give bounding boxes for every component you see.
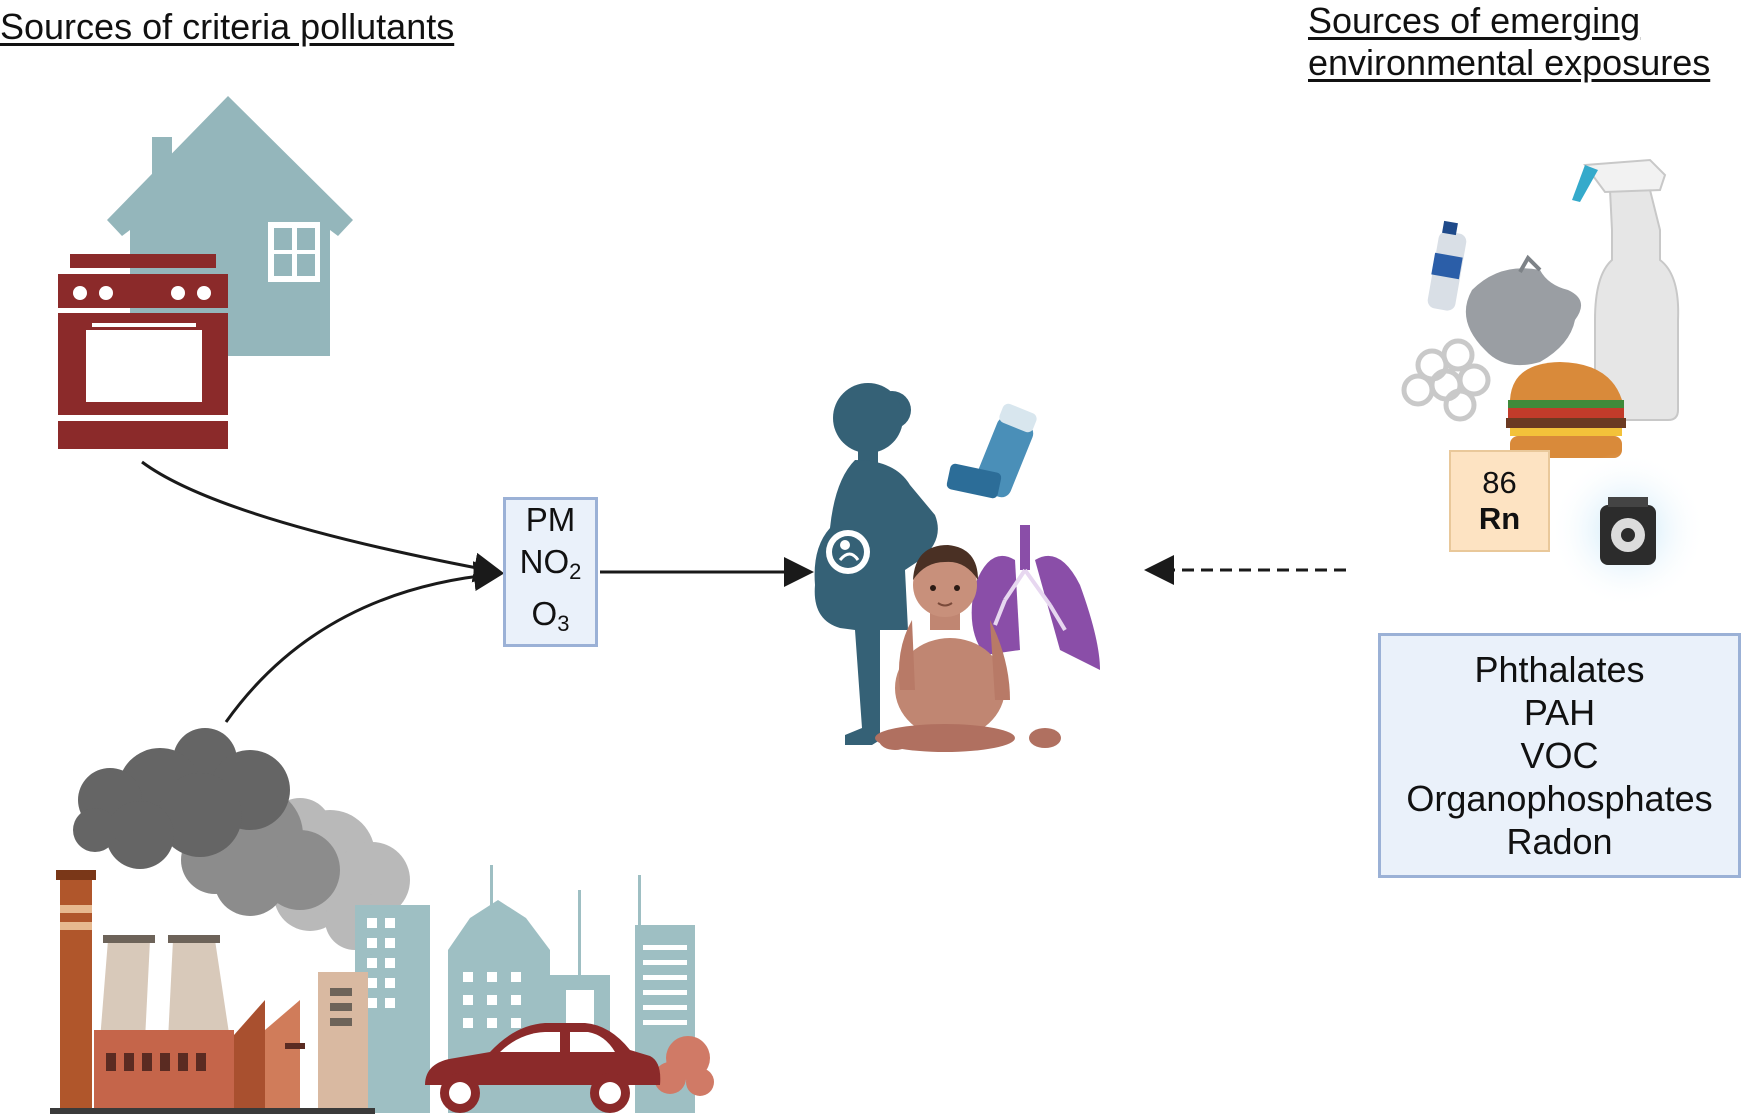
exposure-item: Organophosphates xyxy=(1406,778,1713,819)
criteria-sources-heading: Sources of criteria pollutants xyxy=(0,6,455,47)
radon-detector-icon xyxy=(1550,452,1706,608)
plastic-bottle-icon xyxy=(1427,220,1467,311)
emerging-exposures-box: Phthalates PAH VOC Organophosphates Rado… xyxy=(1378,633,1741,878)
arrow-industry-to-pollutants xyxy=(224,561,504,723)
exposure-item: Radon xyxy=(1506,821,1613,862)
lungs-icon xyxy=(971,525,1100,670)
pm-label: PM xyxy=(525,501,576,538)
emerging-sources-heading: Sources of emerging environmental exposu… xyxy=(1308,0,1710,84)
car-icon xyxy=(425,1023,714,1113)
spray-bottle-icon xyxy=(1572,158,1680,421)
inhaler-icon xyxy=(946,403,1037,499)
stove-icon xyxy=(58,254,228,449)
emerging-heading-line1: Sources of emerging xyxy=(1308,0,1641,41)
radon-element-tile: 86 Rn xyxy=(1449,450,1550,552)
criteria-pollutants-box: PM NO2 O3 xyxy=(503,497,598,647)
plastic-bag-icon xyxy=(1465,254,1582,366)
radon-symbol: Rn xyxy=(1478,501,1521,536)
baby-icon xyxy=(875,545,1061,752)
exposure-item: Phthalates xyxy=(1474,649,1645,690)
arrows xyxy=(141,460,1346,723)
pregnant-woman-icon xyxy=(814,383,938,745)
emerging-heading-line2: environmental exposures xyxy=(1308,42,1711,83)
no2-label: NO2 xyxy=(519,543,582,584)
o3-label: O3 xyxy=(531,595,570,636)
exposure-item: PAH xyxy=(1523,692,1596,733)
smoke-cloud-icon xyxy=(73,728,410,950)
six-pack-rings-icon xyxy=(1401,338,1491,422)
radon-atomic-number: 86 xyxy=(1482,465,1517,500)
arrow-house-to-pollutants xyxy=(141,460,504,583)
factory-icon xyxy=(50,870,375,1114)
exposure-item: VOC xyxy=(1520,735,1599,776)
